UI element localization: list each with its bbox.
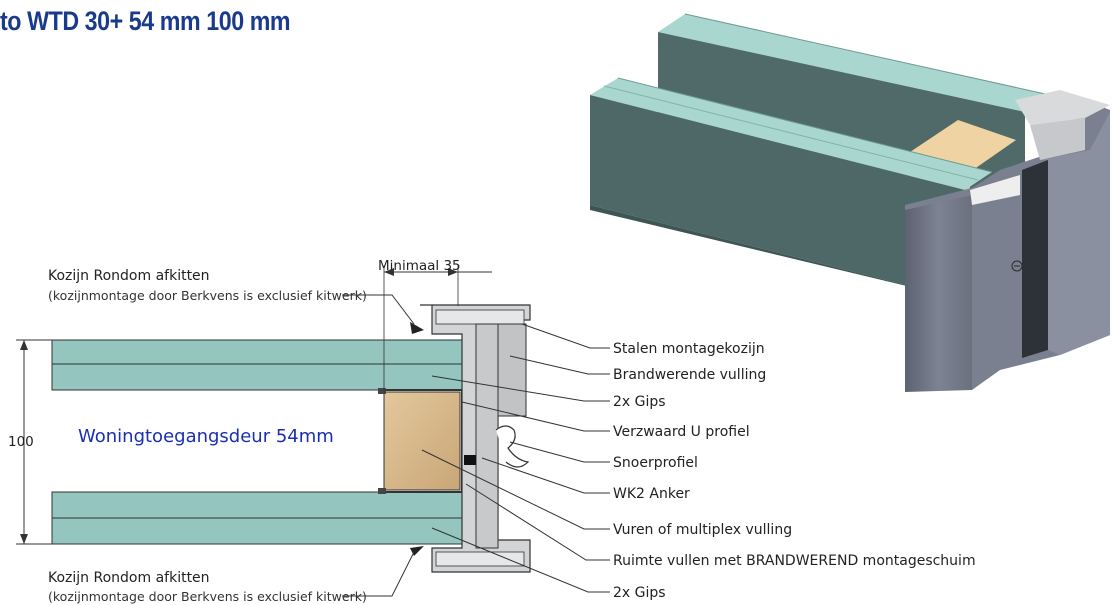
wk2-anchor <box>464 455 476 465</box>
wood-core <box>383 391 461 491</box>
callout-vuren-vulling: Vuren of multiplex vulling <box>613 522 792 538</box>
snoer-profile <box>495 425 530 468</box>
bottom-note-line2: (kozijnmontage door Berkvens is exclusie… <box>48 589 367 604</box>
callout-snoerprofiel: Snoerprofiel <box>613 455 698 471</box>
render-3d <box>590 13 1110 392</box>
bottom-note-line1: Kozijn Rondom afkitten <box>48 570 210 586</box>
callout-wk2-anker: WK2 Anker <box>613 486 690 502</box>
callout-gips-top: 2x Gips <box>613 394 666 410</box>
front-panel-face <box>590 95 965 300</box>
callout-brandwerende-vulling: Brandwerende vulling <box>613 367 766 383</box>
steel-frame-section <box>420 304 531 573</box>
fire-filling <box>475 323 499 549</box>
callout-gips-bottom: 2x Gips <box>613 585 666 601</box>
callout-montageschuim: Ruimte vullen met BRANDWEREND montagesch… <box>613 553 976 569</box>
top-note-line1: Kozijn Rondom afkitten <box>48 268 210 284</box>
gypsum-board-top-2 <box>51 363 463 391</box>
screw-icon <box>1011 260 1023 272</box>
frame-rebate <box>1022 160 1048 358</box>
callout-u-profiel: Verzwaard U profiel <box>613 424 750 440</box>
dim-35-label: Minimaal 35 <box>378 258 461 274</box>
top-note-line2: (kozijnmontage door Berkvens is exclusie… <box>48 288 367 303</box>
gypsum-board-top-1 <box>51 339 463 365</box>
gypsum-board-bottom-1 <box>51 491 463 519</box>
diagram-title: to WTD 30+ 54 mm 100 mm <box>0 6 291 36</box>
kit-bead-top <box>410 322 424 334</box>
section-detail: 100 Minimaal 35 Woningtoegangsdeur 54mm … <box>8 258 976 604</box>
back-panel-top <box>658 14 1050 112</box>
dim-100-label: 100 <box>8 434 34 450</box>
door-label: Woningtoegangsdeur 54mm <box>78 426 334 447</box>
kit-bead-bottom <box>410 546 424 556</box>
gypsum-board-bottom-2 <box>51 517 463 545</box>
front-panel-top <box>590 78 992 190</box>
callout-stalen-montagekozijn: Stalen montagekozijn <box>613 341 765 357</box>
